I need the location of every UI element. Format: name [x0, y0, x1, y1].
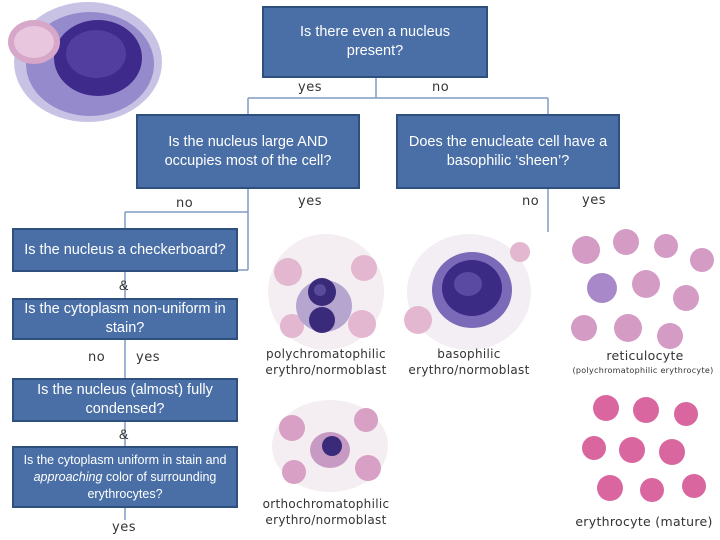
answer-no: no — [522, 194, 540, 209]
caption-basophilic: basophilic erythro/normoblast — [408, 347, 530, 377]
and-connector: & — [119, 277, 129, 293]
caption-erythrocyte: erythrocyte (mature) — [575, 514, 713, 529]
question-cytoplasm-nonuniform: Is the cytoplasm non-uniform in stain? — [12, 298, 238, 340]
question-text-emphasis: approaching — [33, 469, 103, 484]
question-checkerboard: Is the nucleus a checkerboard? — [12, 228, 238, 272]
question-nucleus-large: Is the nucleus large AND occupies most o… — [136, 114, 360, 189]
answer-no: no — [432, 80, 450, 95]
basophilic-cell-image — [404, 234, 531, 350]
caption-reticulocyte-sub: (polychromatophilic erythrocyte) — [572, 366, 714, 375]
question-text: Is the nucleus a checkerboard? — [24, 241, 226, 258]
question-text: Is there even a nucleus present? — [300, 24, 450, 59]
question-basophilic-sheen: Does the enucleate cell have a basophili… — [396, 114, 620, 189]
answer-yes: yes — [112, 520, 136, 535]
caption-orthochromatophilic: orthochromatophilic erythro/normoblast — [262, 497, 390, 527]
question-nucleus-present: Is there even a nucleus present? — [262, 6, 488, 78]
question-text: Is the cytoplasm non-uniform in stain? — [24, 301, 226, 336]
question-text: Is the cytoplasm uniform in stain and ap… — [22, 452, 228, 503]
answer-yes: yes — [298, 80, 322, 95]
answer-yes: yes — [582, 193, 606, 208]
precursor-cell-image — [8, 2, 162, 122]
question-text: Is the nucleus (almost) fully condensed? — [37, 382, 213, 417]
question-nucleus-condensed: Is the nucleus (almost) fully condensed? — [12, 378, 238, 422]
caption-polychromatophilic: polychromatophilic erythro/normoblast — [265, 347, 387, 377]
orthochromatophilic-cell-image — [272, 400, 388, 492]
and-connector: & — [119, 426, 129, 442]
answer-yes: yes — [136, 350, 160, 365]
question-text-part: Is the cytoplasm uniform in stain and — [23, 452, 227, 467]
answer-no: no — [176, 196, 194, 211]
answer-no: no — [88, 350, 106, 365]
question-text: Does the enucleate cell have a basophili… — [408, 133, 608, 169]
question-text: Is the nucleus large AND occupies most o… — [164, 133, 332, 169]
erythrocyte-cell-image — [582, 395, 706, 502]
question-text-part: color of surrounding erythrocytes? — [87, 469, 217, 501]
question-cytoplasm-uniform: Is the cytoplasm uniform in stain and ap… — [12, 446, 238, 508]
caption-reticulocyte: reticulocyte — [606, 348, 684, 363]
reticulocyte-cell-image — [571, 229, 714, 349]
polychromatophilic-cell-image — [268, 234, 384, 350]
answer-yes: yes — [298, 194, 322, 209]
